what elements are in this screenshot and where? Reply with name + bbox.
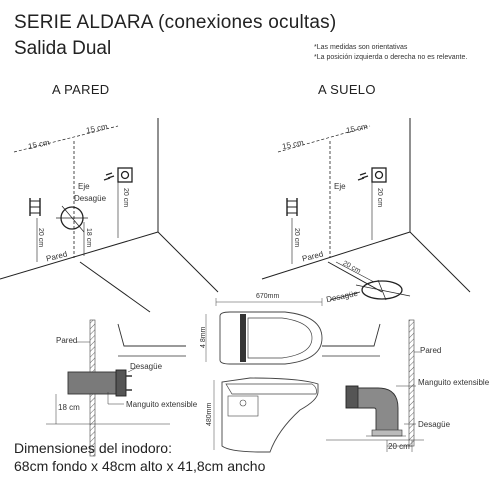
dimensions-values: 68cm fondo x 48cm alto x 41,8cm ancho: [14, 458, 266, 474]
floor-section-drain-label: Desagüe: [418, 420, 451, 429]
wall-section-sleeve-label: Manguito extensible: [126, 400, 198, 409]
water-valve-icon: [286, 198, 298, 216]
toilet-seat: [247, 317, 313, 359]
wall-hatch: [408, 319, 415, 447]
floor-axis-label: Eje: [334, 182, 346, 191]
dimensions-heading: Dimensiones del inodoro:: [14, 440, 172, 456]
toilet-outline: [219, 311, 323, 365]
wall-drain-height: 18 cm: [85, 228, 92, 248]
toilet-tank-edge: [240, 314, 246, 362]
floor-drain-ellipse: [361, 280, 403, 300]
wall-section-height-label: 18 cm: [58, 403, 80, 412]
page-title: SERIE ALDARA (conexiones ocultas): [14, 12, 337, 33]
wall-section-drawing: [46, 319, 186, 457]
wall-valve-height: 20 cm: [37, 228, 44, 248]
note-side: *La posición izquierda o derecha no es r…: [314, 54, 468, 61]
wall-section-drain-label: Desagüe: [130, 362, 163, 371]
floor-view-heading: A SUELO: [318, 82, 376, 97]
floor-section-wall-label: Pared: [420, 346, 442, 355]
wall-drain-label: Desagüe: [74, 194, 107, 203]
toilet-small-label: 4 8mm: [200, 326, 207, 348]
toilet-side-view: [213, 377, 319, 453]
drain-sleeve: [345, 385, 359, 409]
toilet-top-view: [205, 298, 323, 365]
page-subtitle: Salida Dual: [14, 38, 112, 59]
wall-section-wall-label: Pared: [56, 336, 78, 345]
floor-right-line: [157, 231, 219, 293]
floor-wall-line: [0, 231, 159, 280]
socket-icon: [103, 167, 133, 183]
toilet-depth-label: 480mm: [206, 402, 213, 426]
floor-right-line: [409, 231, 471, 293]
floor-socket-height: 20 cm: [376, 188, 383, 208]
toilet-lid: [225, 383, 317, 395]
toilet-outline-sketch: [117, 323, 186, 347]
floor-section-drawing: [322, 319, 424, 452]
wall-socket-height: 20 cm: [122, 188, 129, 208]
water-valve-icon: [29, 198, 41, 216]
note-approximate: *Las medidas son orientativas: [314, 44, 408, 51]
wall-view-drawing: [0, 118, 219, 313]
floor-wall-line: [261, 231, 411, 280]
dim-line-width: [277, 125, 371, 153]
toilet-width-label: 670mm: [256, 293, 280, 300]
toilet-body: [221, 377, 319, 453]
floor-view-drawing: [261, 118, 471, 301]
dim-line-width: [13, 125, 119, 153]
floor-section-distance-label: 20 cm: [388, 442, 410, 451]
floor-edge-line: [79, 261, 151, 313]
drain-pipe: [67, 371, 119, 395]
wall-axis-label: Eje: [78, 182, 90, 191]
floor-edge-line: [327, 261, 383, 293]
dim-drain-distance-line: [335, 261, 375, 283]
wall-view-heading: A PARED: [52, 82, 110, 97]
drain-elbow: [357, 387, 399, 433]
socket-icon: [357, 167, 387, 183]
floor-section-sleeve-label: Manguito extensible: [418, 378, 490, 387]
toilet-outline-sketch: [322, 323, 381, 347]
floor-valve-height: 20 cm: [293, 228, 300, 248]
drain-sleeve: [115, 369, 127, 397]
